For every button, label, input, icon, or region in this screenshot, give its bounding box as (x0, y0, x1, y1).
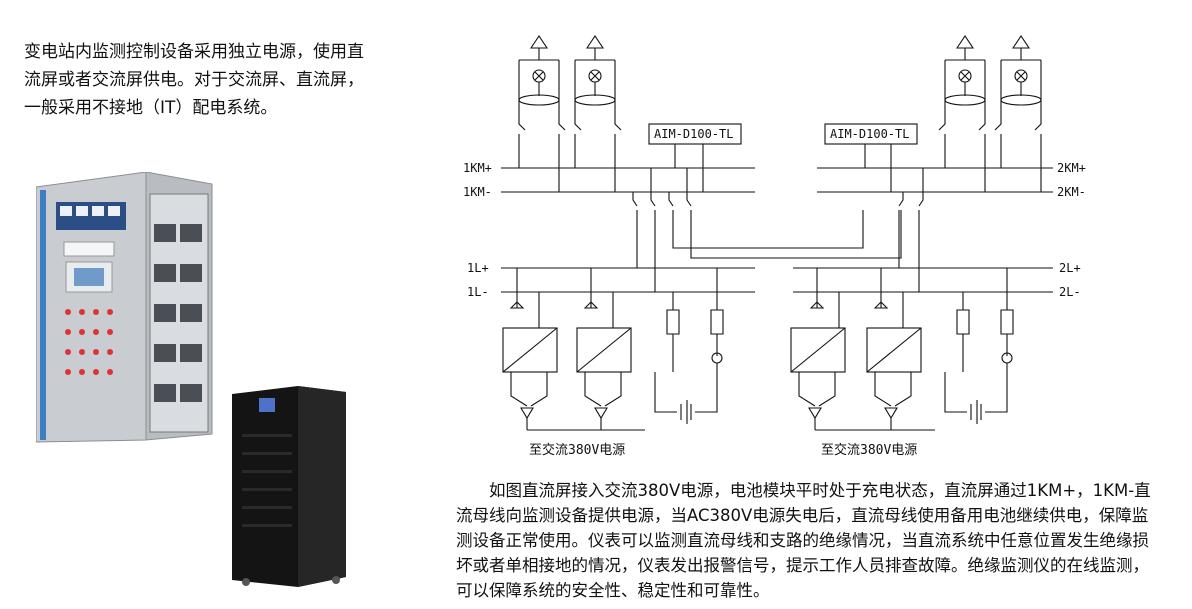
battery-branch-right (944, 268, 1014, 424)
source-label-left: 至交流380V电源 (529, 442, 625, 458)
label-1l-plus: 1L+ (467, 261, 489, 275)
label-1km-minus: 1KM- (463, 185, 492, 199)
label-1l-minus: 1L- (467, 285, 489, 299)
description-paragraph: 如图直流屏接入交流380V电源，电池模块平时处于充电状态，直流屏通过1KM+，1… (456, 481, 1151, 600)
device-label-left: AIM-D100-TL (654, 127, 733, 141)
label-2km-plus: 2KM+ (1057, 161, 1086, 175)
breaker-switches (518, 96, 1042, 192)
device-label-right: AIM-D100-TL (830, 127, 909, 141)
label-2l-minus: 2L- (1059, 285, 1081, 299)
source-label-right: 至交流380V电源 (821, 442, 917, 458)
label-2l-plus: 2L+ (1059, 261, 1081, 275)
intro-paragraph: 变电站内监测控制设备采用独立电源，使用直流屏或者交流屏供电。对于交流屏、直流屏，… (24, 42, 364, 118)
label-1km-plus: 1KM+ (463, 161, 492, 175)
aim-device-left (648, 123, 742, 145)
rectifier-modules-left (502, 268, 645, 431)
ac-source-symbols (518, 35, 1042, 106)
dc-wiring-diagram: AIM-D100-TL AIM-D100-TL 1KM+ 1KM- 2KM+ 2… (455, 28, 1095, 468)
battery-branch-left (654, 268, 724, 424)
cabinet-ups-photo (35, 171, 366, 592)
rectifier-modules-right (790, 268, 935, 431)
aim-device-right (824, 123, 918, 145)
label-2km-minus: 2KM- (1057, 185, 1086, 199)
